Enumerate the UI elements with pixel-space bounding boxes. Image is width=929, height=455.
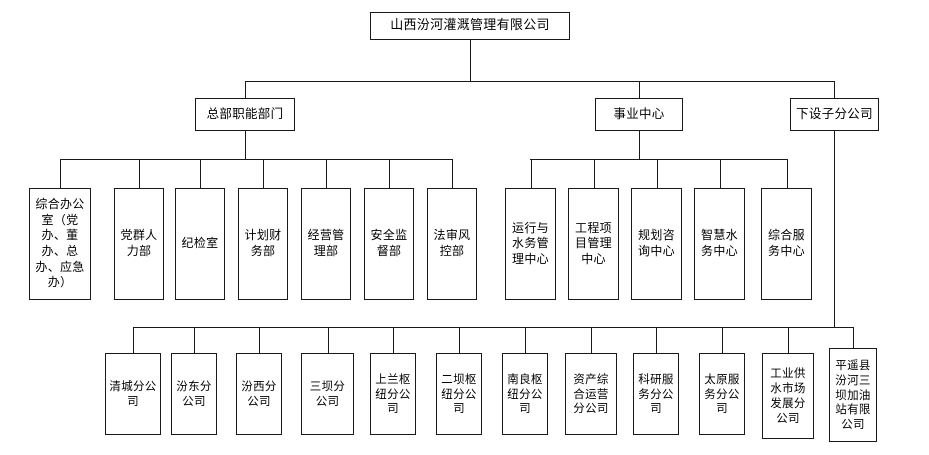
connector-level2-bar [245, 81, 835, 82]
org-node-department-1[interactable]: 党群人力部 [114, 188, 164, 300]
connector-drop [656, 327, 657, 353]
connector-drop [259, 327, 260, 353]
org-node-center-3[interactable]: 智慧水务中心 [694, 188, 745, 300]
org-node-subsidiary-2[interactable]: 汾西分公司 [236, 353, 282, 435]
connector-dept-stem [245, 131, 246, 159]
org-node-level2-2[interactable]: 下设子分公司 [790, 98, 879, 131]
org-node-subsidiary-8[interactable]: 科研服务分公司 [633, 353, 679, 435]
connector-drop [200, 159, 201, 188]
org-node-subsidiary-9[interactable]: 太原服务分公司 [699, 353, 745, 435]
connector-root-stem [470, 40, 471, 81]
connector-center-stem [639, 131, 640, 159]
connector-drop [139, 159, 140, 188]
connector-level2-drop-1 [245, 81, 246, 98]
connector-drop [393, 327, 394, 353]
connector-drop [452, 159, 453, 188]
org-node-subsidiary-7[interactable]: 资产综合运营分公司 [565, 353, 617, 435]
org-node-level2-0[interactable]: 总部职能部门 [195, 98, 295, 131]
connector-subsidiary-stem [834, 131, 835, 327]
connector-drop [787, 159, 788, 188]
org-node-department-4[interactable]: 经营管理部 [301, 188, 351, 300]
org-node-subsidiary-10[interactable]: 工业供水市场发展分公司 [762, 353, 814, 439]
org-node-level2-1[interactable]: 事业中心 [595, 98, 683, 131]
connector-drop [133, 327, 134, 353]
connector-drop [389, 159, 390, 188]
org-node-subsidiary-3[interactable]: 三坝分公司 [301, 353, 354, 435]
connector-drop [60, 159, 61, 188]
org-node-department-5[interactable]: 安全监督部 [364, 188, 414, 300]
org-node-subsidiary-4[interactable]: 上兰枢纽分公司 [370, 353, 416, 435]
org-node-subsidiary-0[interactable]: 清城分公司 [105, 353, 161, 435]
connector-level2-drop-2 [639, 81, 640, 98]
connector-level2-drop-3 [834, 81, 835, 98]
connector-drop [194, 327, 195, 353]
org-node-center-0[interactable]: 运行与水务管理中心 [505, 188, 556, 300]
connector-drop [720, 159, 721, 188]
connector-drop [459, 327, 460, 353]
org-node-subsidiary-5[interactable]: 二坝枢纽分公司 [436, 353, 482, 435]
org-node-center-1[interactable]: 工程项目管理中心 [568, 188, 619, 300]
connector-drop [657, 159, 658, 188]
connector-drop [263, 159, 264, 188]
org-node-department-2[interactable]: 纪检室 [175, 188, 225, 300]
org-node-department-0[interactable]: 综合办公室（党办、董办、总办、应急办） [29, 188, 91, 300]
org-node-center-4[interactable]: 综合服务中心 [761, 188, 812, 300]
connector-drop [326, 159, 327, 188]
org-node-subsidiary-6[interactable]: 南良枢纽分公司 [502, 353, 548, 435]
connector-center-bar [530, 159, 787, 160]
connector-drop [594, 159, 595, 188]
connector-drop [591, 327, 592, 353]
connector-drop [531, 159, 532, 188]
org-node-subsidiary-11[interactable]: 平遥县汾河三坝加油站有限公司 [829, 348, 877, 442]
org-node-department-6[interactable]: 法审风控部 [427, 188, 477, 300]
org-node-center-2[interactable]: 规划咨询中心 [631, 188, 682, 300]
connector-drop [722, 327, 723, 353]
connector-subsidiary-bar [133, 327, 853, 328]
connector-drop [853, 327, 854, 348]
org-node-root[interactable]: 山西汾河灌溉管理有限公司 [370, 12, 570, 40]
connector-drop [788, 327, 789, 353]
connector-drop [525, 327, 526, 353]
org-node-subsidiary-1[interactable]: 汾东分公司 [171, 353, 217, 435]
org-node-department-3[interactable]: 计划财务部 [238, 188, 288, 300]
connector-drop [328, 327, 329, 353]
connector-dept-bar [60, 159, 452, 160]
